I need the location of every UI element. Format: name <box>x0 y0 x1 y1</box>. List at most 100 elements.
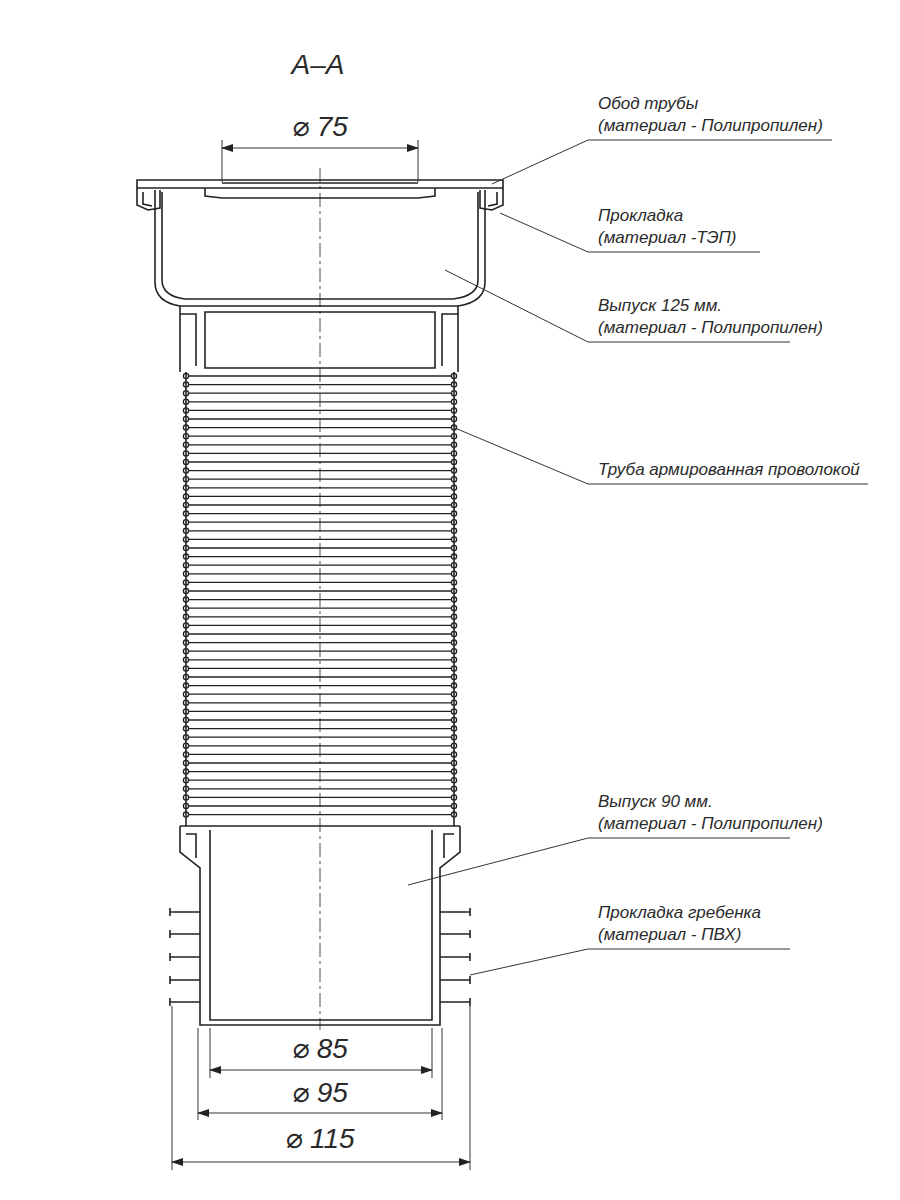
wire-turn <box>451 434 456 439</box>
corrugation <box>183 373 456 817</box>
wire-turn <box>451 373 456 378</box>
wire-turn <box>183 399 188 404</box>
wire-turn <box>451 657 456 662</box>
wire-turn <box>183 606 188 611</box>
wire-turn <box>451 692 456 697</box>
ridge <box>188 479 452 480</box>
wire-turn <box>451 554 456 559</box>
wire-turn <box>183 683 188 688</box>
wire-turn <box>183 468 188 473</box>
wire-turn <box>183 520 188 525</box>
wire-turn <box>183 442 188 447</box>
part-name: Выпуск 90 мм. <box>598 792 713 812</box>
ridge <box>188 513 452 514</box>
ridge <box>188 590 452 591</box>
wire-turn <box>183 700 188 705</box>
ridge <box>188 539 452 540</box>
ridge <box>188 547 452 548</box>
ridge <box>188 504 452 505</box>
ridge <box>188 444 452 445</box>
wire-turn <box>451 795 456 800</box>
wire-turn <box>183 717 188 722</box>
ridge <box>188 805 452 806</box>
wire-turn <box>183 778 188 783</box>
wire-turn <box>183 803 188 808</box>
ridge <box>188 487 452 488</box>
dimension-lines <box>172 140 470 1170</box>
wire-turn <box>183 666 188 671</box>
wire-turn <box>183 709 188 714</box>
ridge <box>188 737 452 738</box>
wire-turn <box>451 812 456 817</box>
wire-turn <box>451 563 456 568</box>
wire-turn <box>451 425 456 430</box>
dimension: ⌀ 75 <box>292 110 348 144</box>
wire-turn <box>183 391 188 396</box>
wire-turn <box>451 597 456 602</box>
wire-turn <box>451 649 456 654</box>
wire-turn <box>183 459 188 464</box>
ridge <box>188 659 452 660</box>
ridge <box>188 702 452 703</box>
material-note: (материал - Полипропилен) <box>598 318 823 338</box>
wire-turn <box>451 709 456 714</box>
ridge <box>188 668 452 669</box>
wire-turn <box>451 477 456 482</box>
wire-turn <box>451 485 456 490</box>
wire-turn <box>183 812 188 817</box>
wire-turn <box>451 717 456 722</box>
wire-turn <box>183 614 188 619</box>
wire-turn <box>451 502 456 507</box>
wire-turn <box>451 683 456 688</box>
wire-turn <box>183 769 188 774</box>
material-note: (материал - ПВХ) <box>598 925 741 945</box>
wire-turn <box>451 640 456 645</box>
wire-turn <box>451 752 456 757</box>
ridge <box>188 762 452 763</box>
ridge <box>188 496 452 497</box>
ridge <box>188 461 452 462</box>
wire-turn <box>451 528 456 533</box>
ridge <box>188 633 452 634</box>
wire-turn <box>183 786 188 791</box>
ridge <box>188 754 452 755</box>
wire-turn <box>451 580 456 585</box>
ridge <box>188 453 452 454</box>
wire-turn <box>451 674 456 679</box>
ridge <box>188 728 452 729</box>
ridge <box>188 651 452 652</box>
part-name: Прокладка <box>598 206 683 226</box>
wire-turn <box>183 760 188 765</box>
ridge <box>188 522 452 523</box>
dimension: ⌀ 85 <box>292 1032 348 1066</box>
ridge <box>188 556 452 557</box>
ridge <box>188 745 452 746</box>
wire-turn <box>451 545 456 550</box>
material-note: (материал -ТЭП) <box>598 228 737 248</box>
ridge <box>188 582 452 583</box>
wire-turn <box>451 631 456 636</box>
wire-turn <box>451 700 456 705</box>
wire-turn <box>451 614 456 619</box>
wire-turn <box>183 477 188 482</box>
ridge <box>188 616 452 617</box>
wire-turn <box>451 743 456 748</box>
wire-turn <box>183 743 188 748</box>
wire-turn <box>183 528 188 533</box>
wire-turn <box>183 451 188 456</box>
wire-turn <box>451 468 456 473</box>
ridge <box>188 719 452 720</box>
wire-turn <box>183 571 188 576</box>
wire-turn <box>183 408 188 413</box>
wire-turn <box>183 623 188 628</box>
wire-turn <box>183 494 188 499</box>
ridge <box>188 418 452 419</box>
wire-turn <box>183 485 188 490</box>
wire-turn <box>183 735 188 740</box>
wire-turn <box>451 520 456 525</box>
wire-turn <box>183 631 188 636</box>
wire-turn <box>451 408 456 413</box>
part-name: Труба армированная проволокой <box>598 460 860 480</box>
wire-turn <box>451 451 456 456</box>
